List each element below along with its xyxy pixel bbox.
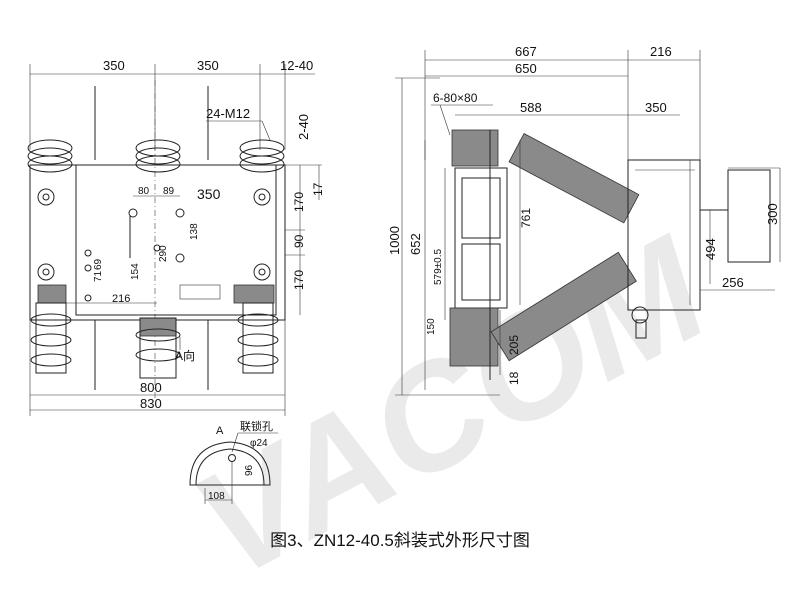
front-view: 350 350 12-40 24-M12 2-40 (27, 58, 325, 416)
dim-154: 154 (130, 263, 141, 280)
dim-494: 494 (703, 238, 718, 260)
dim-350-left: 350 (103, 58, 125, 73)
dim-150: 150 (426, 318, 437, 335)
mounting-holes (37, 188, 271, 302)
figure-caption: 图3、ZN12-40.5斜装式外形尺寸图 (270, 531, 530, 550)
interlock-hole-label: 联锁孔 (240, 419, 273, 433)
dim-170-top: 170 (292, 192, 306, 212)
dim-89: 89 (163, 186, 175, 197)
side-view: 667 216 650 6-80×80 588 350 1000 652 579… (387, 44, 781, 396)
top-insulators (27, 139, 285, 173)
dim-350-mid: 350 (197, 58, 219, 73)
dim-90: 90 (292, 234, 306, 248)
dim-350-side: 350 (645, 100, 667, 115)
dim-17: 17 (311, 182, 325, 196)
dim-667: 667 (515, 44, 537, 59)
dim-216: 216 (112, 293, 130, 305)
dim-138: 138 (189, 223, 200, 240)
detail-a-view: A 联锁孔 φ24 96 108 (189, 419, 278, 504)
dim-588: 588 (520, 100, 542, 115)
dim-96: 96 (244, 464, 255, 476)
dim-650: 650 (515, 61, 537, 76)
dim-652: 652 (408, 233, 423, 255)
interrupter-column (449, 129, 508, 380)
front-panel (75, 164, 277, 316)
view-arrow-label: A向 (175, 348, 195, 363)
dim-579: 579±0.5 (433, 248, 444, 285)
hole-diameter: φ24 (250, 438, 268, 449)
dim-205: 205 (507, 335, 521, 355)
dim-761: 761 (519, 208, 533, 228)
dim-216: 216 (650, 44, 672, 59)
dim-71: 71 (93, 270, 104, 282)
dim-12-40: 12-40 (280, 58, 313, 73)
dim-18: 18 (507, 371, 521, 385)
dim-830: 830 (140, 396, 162, 411)
slot-label: 6-80×80 (433, 91, 478, 105)
dim-350-inner: 350 (197, 186, 221, 202)
dim-256: 256 (722, 275, 744, 290)
dim-2-40: 2-40 (296, 114, 311, 140)
bottom-insulators (30, 302, 279, 379)
upper-insulator (508, 133, 640, 224)
mechanism-box (627, 159, 701, 339)
dim-800: 800 (140, 380, 162, 395)
dim-80: 80 (138, 186, 150, 197)
dim-69: 69 (93, 258, 104, 270)
dim-300: 300 (765, 203, 780, 225)
bottom-terminals (37, 284, 275, 337)
dim-290: 290 (158, 245, 169, 262)
dim-170-bottom: 170 (292, 270, 306, 290)
bolt-label: 24-M12 (206, 106, 250, 121)
dim-108: 108 (208, 491, 225, 502)
dim-1000: 1000 (387, 226, 402, 255)
detail-a-title: A (216, 425, 224, 437)
